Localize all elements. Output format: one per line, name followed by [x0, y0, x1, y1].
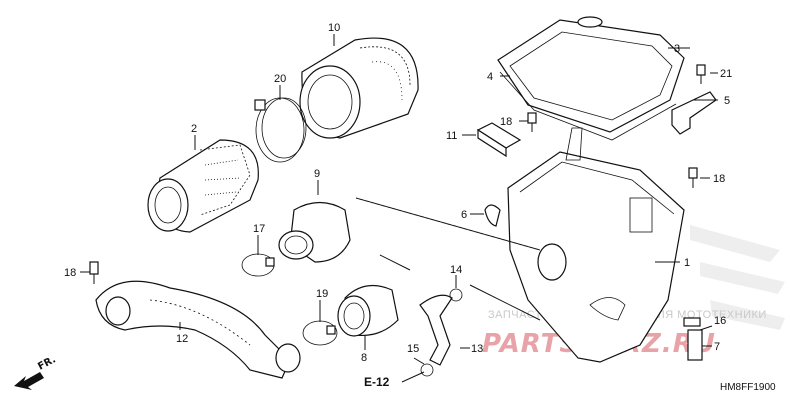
part-14-clip	[449, 288, 463, 302]
part-17-clamp	[241, 253, 275, 277]
front-label: FR.	[36, 354, 58, 372]
part-20-band	[254, 97, 307, 163]
callout-numbers: 10 20 2 9 17 19 8 12 18 3 4 21 5 11 18 1…	[64, 22, 732, 364]
callout-16: 16	[714, 315, 726, 327]
callout-8: 8	[361, 352, 367, 364]
front-direction-indicator: FR.	[14, 354, 58, 390]
part-5-bracket	[671, 91, 717, 135]
callout-12: 12	[176, 333, 188, 345]
callout-2: 2	[191, 123, 197, 135]
part-6-clip	[484, 204, 501, 227]
part-12-intake-tube	[95, 280, 301, 379]
part-9-connecting-tube	[278, 201, 351, 263]
wing-logo-shape	[690, 225, 785, 330]
diagram-code: HM8FF1900	[720, 382, 776, 393]
part-7-plug	[687, 329, 703, 361]
callout-21: 21	[720, 68, 732, 80]
callout-5: 5	[724, 95, 730, 107]
bolt-18-top	[527, 112, 537, 132]
bolt-18-left	[89, 261, 99, 284]
front-arrow-icon	[14, 372, 44, 390]
callout-15: 15	[407, 343, 419, 355]
part-1-air-cleaner-case	[507, 127, 685, 363]
callout-18-right: 18	[713, 173, 725, 185]
leader-lines	[80, 34, 718, 383]
bolt-18-right	[688, 167, 698, 188]
callout-3: 3	[674, 43, 680, 55]
part-8-joint	[337, 284, 399, 337]
part-19-clamp	[302, 320, 338, 346]
part-15-clip	[420, 363, 434, 377]
callout-18-left: 18	[64, 267, 76, 279]
part-13-drain-tube	[419, 294, 453, 366]
callout-14: 14	[450, 264, 462, 276]
part-10-air-filter-element	[299, 37, 419, 139]
callout-10: 10	[328, 22, 340, 34]
part-2-filter-cage	[147, 139, 259, 233]
part-16-clip	[683, 317, 701, 327]
callout-19: 19	[316, 288, 328, 300]
callout-9: 9	[314, 168, 320, 180]
callout-17: 17	[253, 223, 265, 235]
callout-20: 20	[274, 73, 286, 85]
part-11-pad	[476, 122, 522, 158]
callout-18-top: 18	[500, 116, 512, 128]
callout-4: 4	[487, 71, 493, 83]
callout-1: 1	[684, 257, 690, 269]
part-3-case-cover	[497, 16, 685, 141]
callout-13: 13	[471, 343, 483, 355]
bolt-21	[696, 64, 706, 84]
callout-7: 7	[714, 341, 720, 353]
reference-e12: E-12	[364, 375, 390, 389]
callout-6: 6	[461, 209, 467, 221]
callout-11: 11	[446, 130, 457, 142]
